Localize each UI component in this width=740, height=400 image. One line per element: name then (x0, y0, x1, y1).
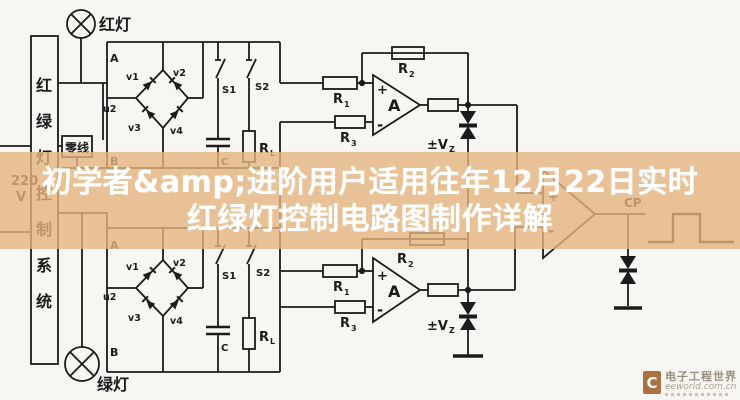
svg-text:绿: 绿 (36, 112, 53, 131)
switch-s2-top (246, 42, 257, 131)
svg-text:S1: S1 (222, 271, 236, 282)
svg-text:R: R (340, 316, 350, 331)
svg-text:-: - (377, 116, 383, 134)
svg-text:v2: v2 (173, 68, 186, 79)
svg-text:2: 2 (409, 70, 415, 79)
svg-text:v3: v3 (128, 123, 141, 134)
svg-text:v4: v4 (170, 126, 183, 137)
svg-text:C: C (221, 343, 228, 354)
svg-text:u2: u2 (103, 104, 116, 115)
svg-text:S1: S1 (222, 85, 236, 96)
svg-text:Z: Z (449, 145, 455, 154)
svg-text:-: - (377, 301, 383, 319)
switch-s1-top (215, 42, 226, 139)
red-channel (58, 9, 543, 292)
red-lamp-symbol (66, 9, 96, 83)
watermark-site-name: 电子工程世界 (665, 370, 737, 384)
capacitor-bottom (206, 325, 230, 372)
bridge-rectifier-bottom (107, 228, 204, 372)
title-banner: 初学者&amp;进阶用户适用往年12月22日实时 红绿灯控制电路图制作详解 (0, 152, 740, 249)
svg-text:2: 2 (408, 260, 414, 269)
svg-text:±V: ±V (427, 319, 448, 334)
svg-text:R: R (397, 252, 407, 267)
watermark-tagline (665, 393, 729, 396)
diode-glyphs (141, 76, 184, 120)
svg-text:红: 红 (36, 76, 52, 95)
svg-text:3: 3 (351, 139, 357, 148)
bridge-labels-bottom: u2 v1 v2 v3 v4 (103, 258, 186, 327)
diagram-labels: 红灯 绿灯 红 绿 灯 控 制 系 统 220 V 零线 A B A B u2 … (11, 15, 642, 394)
svg-text:L: L (270, 337, 275, 346)
svg-text:+: + (377, 83, 388, 98)
svg-text:v4: v4 (170, 316, 183, 327)
svg-text:Z: Z (449, 326, 455, 335)
svg-text:R: R (340, 131, 350, 146)
title-line-1: 初学者&amp;进阶用户适用往年12月22日实时 (41, 164, 699, 200)
svg-text:S2: S2 (255, 82, 269, 93)
title-line-2: 红绿灯控制电路图制作详解 (187, 201, 553, 237)
svg-text:系: 系 (36, 256, 52, 275)
svg-text:v3: v3 (128, 313, 141, 324)
svg-text:R: R (259, 330, 269, 345)
bridge-rectifier-top (107, 42, 204, 168)
watermark: C 电子工程世界 eeworld.com.cn (643, 371, 737, 396)
svg-text:S2: S2 (256, 268, 270, 279)
node-a-top: A (110, 52, 119, 65)
zener-pair-output (619, 256, 637, 284)
bridge-labels-top: u2 v1 v2 v3 v4 (103, 68, 186, 137)
red-lamp-label: 红灯 (99, 15, 131, 34)
neutral-line-label: 零线 (64, 140, 89, 155)
svg-text:1: 1 (344, 288, 350, 297)
svg-text:v1: v1 (126, 72, 139, 83)
svg-text:u2: u2 (103, 292, 116, 303)
svg-text:R: R (333, 280, 343, 295)
svg-text:v2: v2 (173, 258, 186, 269)
svg-text:R: R (333, 92, 343, 107)
zener-pair-bottom (453, 290, 483, 358)
svg-text:统: 统 (36, 292, 52, 311)
svg-text:R: R (398, 62, 408, 77)
svg-text:A: A (388, 96, 401, 115)
svg-text:3: 3 (351, 324, 357, 333)
svg-text:±V: ±V (427, 138, 448, 153)
svg-text:+: + (377, 269, 388, 284)
svg-text:1: 1 (344, 100, 350, 109)
resistor-rl-bottom (242, 317, 256, 372)
green-lamp-label: 绿灯 (97, 375, 129, 394)
svg-text:v1: v1 (126, 262, 139, 273)
watermark-domain: eeworld.com.cn (665, 381, 737, 392)
svg-text:A: A (388, 282, 401, 301)
node-b-bottom: B (110, 346, 118, 359)
svg-text:R: R (259, 142, 269, 157)
eeworld-logo-icon: C (643, 371, 661, 395)
